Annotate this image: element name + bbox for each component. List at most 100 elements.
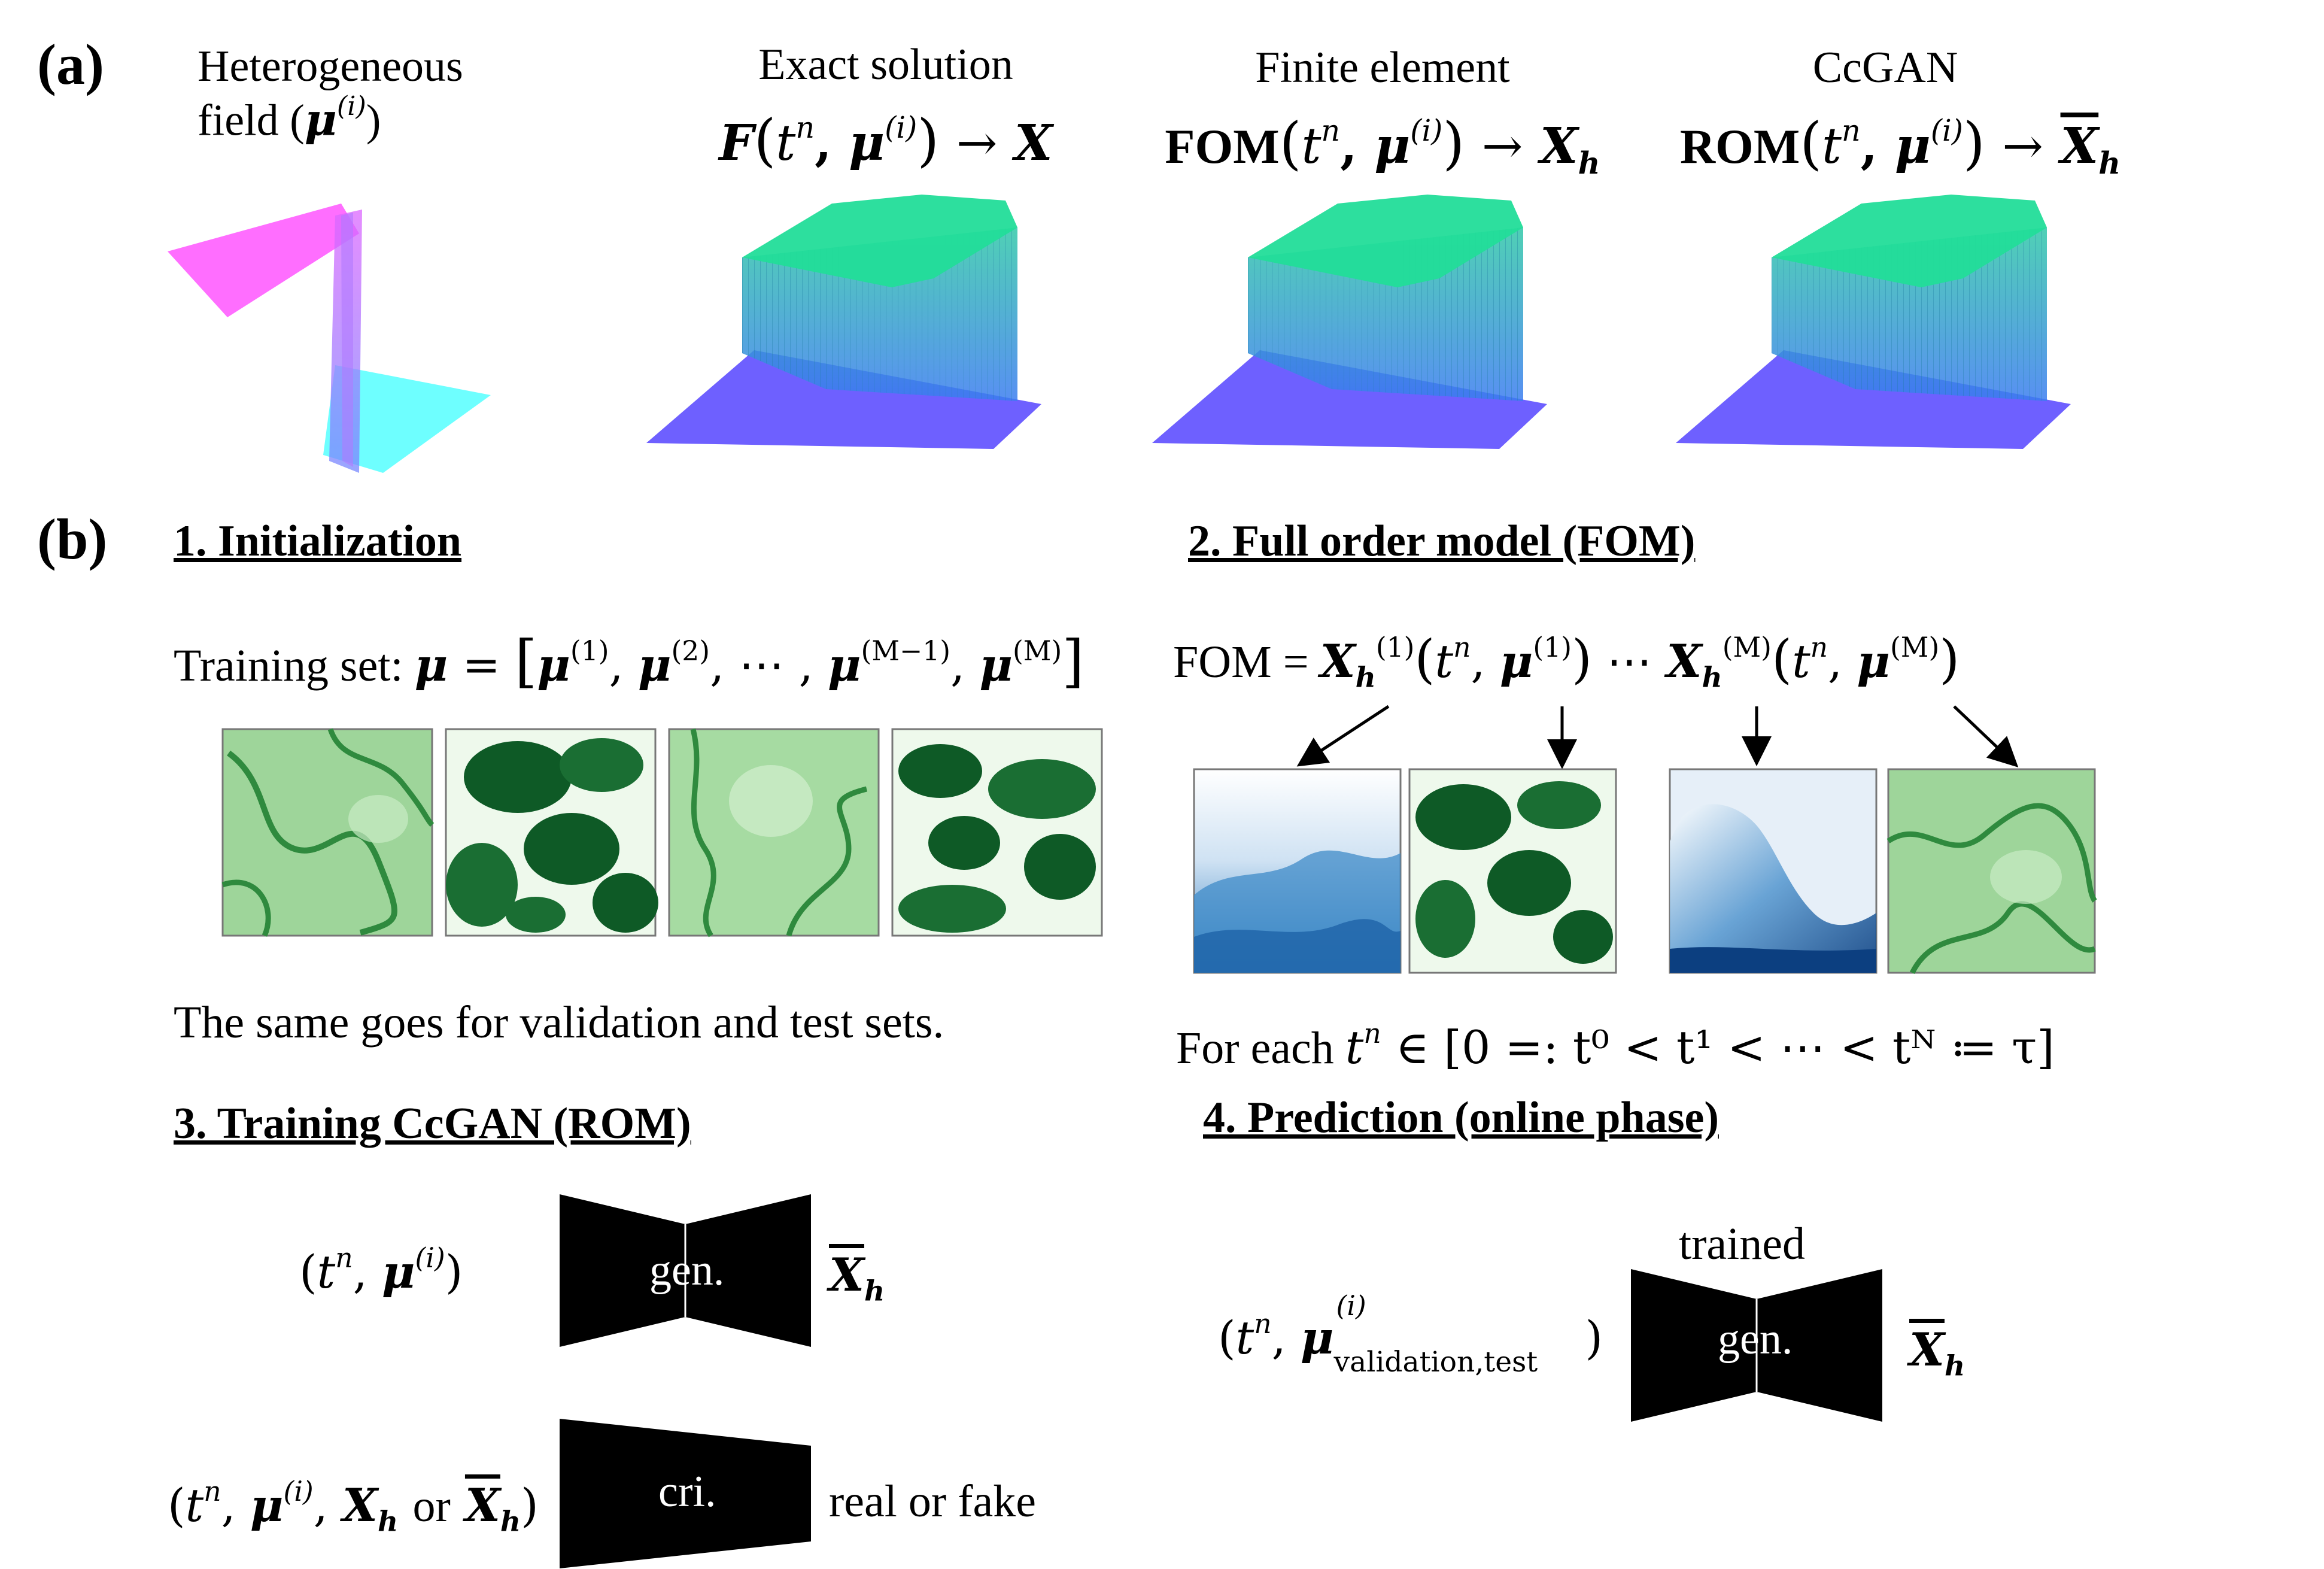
eq-sign: = xyxy=(448,638,515,691)
for-each-time: For each tn ∈ [0 =: t⁰ < t¹ < ⋯ < tᴺ ≔ τ… xyxy=(1176,1018,2055,1075)
eq-t-sup: n xyxy=(1841,113,1861,148)
X1: X xyxy=(1320,635,1356,688)
prediction-output: Xh xyxy=(1909,1323,1965,1382)
mu-sup: (i) xyxy=(336,90,366,122)
eq-t: t xyxy=(776,115,796,172)
sup-2: (2) xyxy=(671,635,710,667)
title-line1: Heterogeneous xyxy=(198,42,463,91)
training-prefix: Training set: xyxy=(174,641,415,691)
exact-solution-plot xyxy=(646,195,1041,449)
fom-param-thumb-1 xyxy=(1408,768,1617,974)
rom-solution-plot xyxy=(1676,195,2071,449)
vein xyxy=(227,750,398,936)
saturation-front-dark xyxy=(1194,919,1401,973)
base-plane xyxy=(646,350,1041,449)
fom-solution-thumb-2 xyxy=(1669,768,1878,974)
vein xyxy=(786,786,868,937)
fom-param-thumb-2 xyxy=(1886,768,2097,975)
field-bottom-plane xyxy=(323,365,491,473)
eq-t: t xyxy=(1301,118,1322,175)
training-thumb-4 xyxy=(891,728,1103,937)
mu-m: μ xyxy=(979,638,1013,691)
training-thumb-2 xyxy=(445,728,658,937)
vein xyxy=(327,728,435,827)
generator-input: (tn, μ(i)) xyxy=(299,1242,463,1299)
fom-prefix: FOM = xyxy=(1173,637,1320,687)
trained-generator-network xyxy=(1631,1269,1882,1422)
finite-element-equation: FOM(tn, μ(i)) → Xh xyxy=(1165,111,1600,181)
title-tail: ) xyxy=(366,96,381,145)
trained-generator-label: gen. xyxy=(1718,1315,1793,1364)
eq-func: ROM xyxy=(1679,119,1800,174)
field-wall-ridge xyxy=(341,213,353,467)
eq-arrow: → xyxy=(1481,118,1523,175)
eq-t: t xyxy=(1822,118,1842,175)
eq-arrow: → xyxy=(2002,118,2044,175)
arrow-1 xyxy=(1296,705,1390,767)
hM: h xyxy=(1702,661,1723,694)
mu-symbol: μ xyxy=(304,94,337,146)
eq-t-sup: n xyxy=(795,110,815,145)
cri-h: h xyxy=(378,1505,399,1538)
field-top-plane xyxy=(168,204,359,317)
cri-or: or xyxy=(412,1481,451,1532)
eq-mu-sup: (i) xyxy=(1930,113,1963,148)
sup1: (1) xyxy=(1375,631,1415,663)
eq-out: X xyxy=(1540,117,1578,175)
eq-mu: μ xyxy=(1894,117,1931,175)
exact-solution-title: Exact solution xyxy=(758,40,1013,89)
heterogeneous-field-title: Heterogeneous field (μ(i)) xyxy=(198,42,463,145)
vein xyxy=(690,728,716,937)
cri-mu: μ xyxy=(250,1479,284,1532)
ccgan-equation: ROM(tn, μ(i)) → Xh xyxy=(1679,111,2121,181)
eq-arrow: → xyxy=(956,115,998,172)
pred-mu: μ xyxy=(1300,1311,1334,1365)
interval: ∈ [0 =: t⁰ < t¹ < ⋯ < tᴺ ≔ τ] xyxy=(1395,1021,2055,1075)
solution-top-surface xyxy=(1772,195,2047,287)
sup-m: (M) xyxy=(1012,635,1062,667)
trained-label: trained xyxy=(1679,1219,1806,1269)
mu-2: μ xyxy=(637,638,672,691)
cri-X-hat: X xyxy=(464,1479,500,1532)
pred-mu-sub: validation,test xyxy=(1333,1346,1538,1379)
eq-mu-sup: (i) xyxy=(1410,113,1443,148)
fom-equation: FOM = Xh(1)(tn, μ(1)) ⋯ Xh(M)(tn, μ(M)) xyxy=(1173,629,1960,694)
solution-top-surface xyxy=(742,195,1017,287)
eq-t-sup: n xyxy=(1321,113,1341,148)
ellipsis: ⋯ xyxy=(739,638,785,691)
supM: (M) xyxy=(1722,631,1772,663)
step4-heading: 4. Prediction (online phase) xyxy=(1203,1093,1719,1142)
prediction-input: (tn, μ(i)validation,test) xyxy=(1218,1290,1603,1379)
pred-out-h: h xyxy=(1944,1349,1965,1383)
for-each-prefix: For each xyxy=(1176,1023,1345,1074)
sup-m1: (M−1) xyxy=(861,635,951,667)
step3-heading: 3. Training CcGAN (ROM) xyxy=(174,1099,691,1148)
saturation-plume xyxy=(1670,804,1876,973)
training-thumb-1 xyxy=(221,728,435,937)
solution-top-surface xyxy=(1248,195,1523,287)
mu-supM: (M) xyxy=(1889,631,1940,663)
panel-a-label: (a) xyxy=(37,32,104,96)
eq-mu-sup: (i) xyxy=(885,110,918,145)
title-line2-text: field ( xyxy=(198,96,305,145)
muM: μ xyxy=(1857,635,1890,688)
arrow-4 xyxy=(1953,705,2019,767)
eq-out-hat: X xyxy=(2060,117,2099,175)
XM: X xyxy=(1666,635,1702,688)
panel-b-label: (b) xyxy=(37,507,108,571)
mu-m1: μ xyxy=(827,638,861,691)
same-goes-note: The same goes for validation and test se… xyxy=(174,997,944,1048)
eq-out: X xyxy=(1014,114,1053,172)
generator-network xyxy=(560,1194,811,1347)
critic-network xyxy=(560,1419,811,1568)
base-plane xyxy=(1676,350,2071,449)
eq-func: F xyxy=(719,114,754,172)
fom-solution-thumb-1 xyxy=(1193,768,1402,974)
training-set-equation: Training set: μ = [μ(1), μ(2), ⋯ , μ(M−1… xyxy=(174,629,1084,694)
cri-h-hat: h xyxy=(500,1505,521,1538)
vein xyxy=(1886,803,2097,903)
generator-label: gen. xyxy=(649,1246,725,1295)
title-line2: field (μ(i)) xyxy=(198,92,463,145)
mu-1: μ xyxy=(537,638,570,691)
